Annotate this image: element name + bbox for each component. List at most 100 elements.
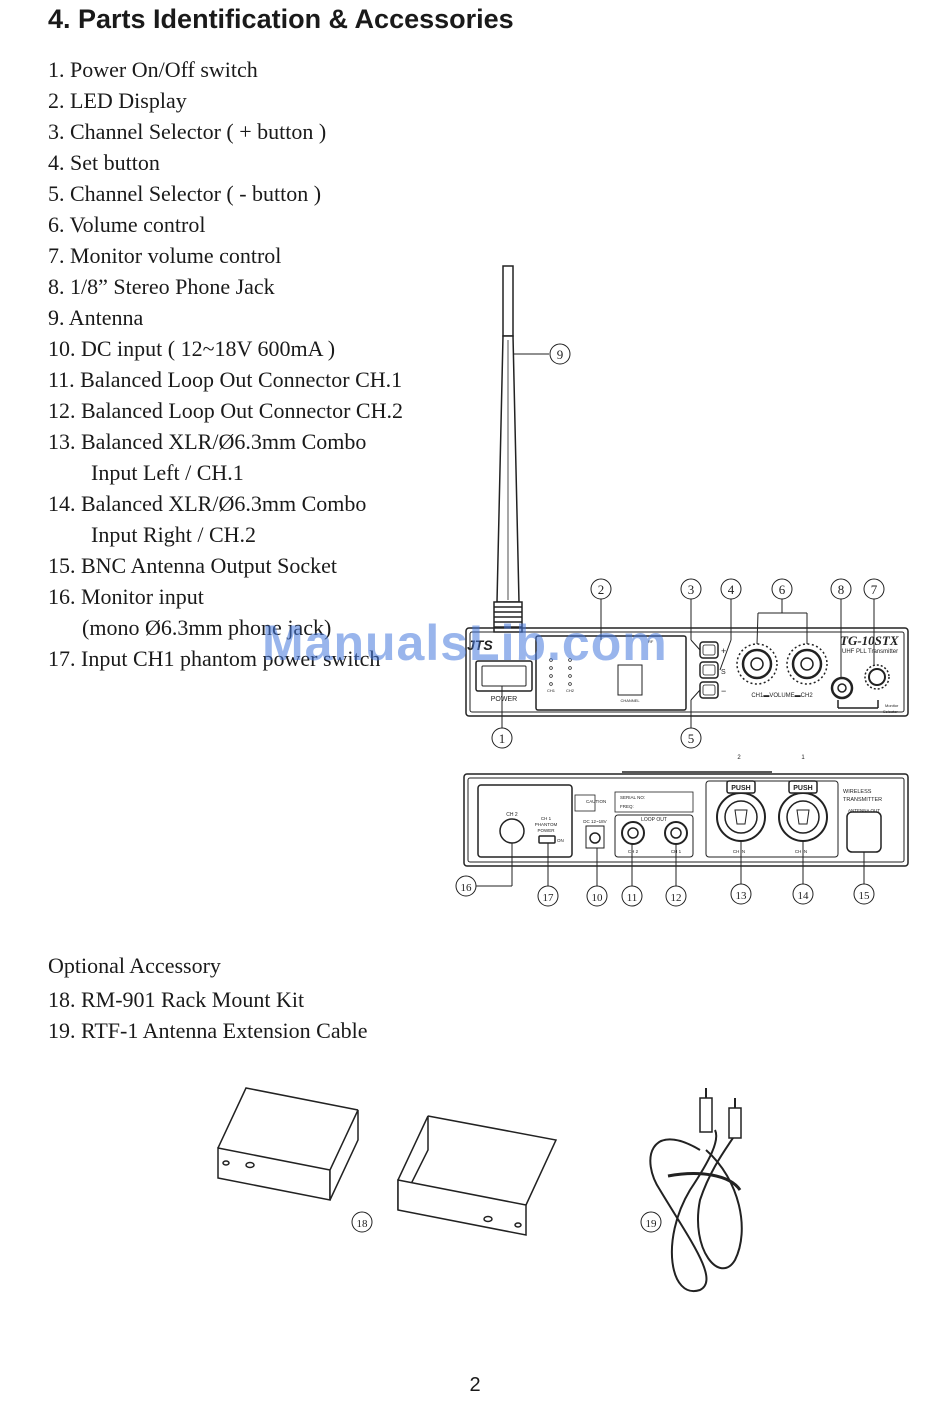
callout-circles — [351, 343, 885, 1233]
list-item-continuation: Input Left / CH.1 — [91, 460, 244, 485]
list-item: 3. Channel Selector ( + button ) — [48, 119, 327, 144]
callout-2: 2 — [598, 582, 605, 597]
loop-out-ch2-icon — [621, 821, 645, 845]
list-item: 4. Set button — [48, 150, 160, 175]
callout-17: 17 — [543, 892, 555, 904]
antenna-out-label: ANTENNA OUT — [848, 808, 880, 813]
callout-7: 7 — [871, 582, 878, 597]
list-item: 5. Channel Selector ( - button ) — [48, 181, 322, 206]
dc-label: DC 12~18V — [583, 819, 606, 824]
list-item: 12. Balanced Loop Out Connector CH.2 — [48, 398, 403, 423]
caution-label: CAUTION — [586, 799, 606, 804]
callout-5: 5 — [688, 731, 695, 746]
callout-15: 15 — [859, 890, 871, 902]
phantom-label-3: POWER — [537, 828, 555, 833]
callout-18: 18 — [357, 1218, 369, 1230]
monitor-label: Monitor — [885, 703, 899, 708]
serial-label: SERIAL NO: — [620, 795, 645, 800]
loop-ch2-label: CH 2 — [628, 849, 639, 854]
rear-panel-illustration — [463, 771, 909, 867]
ch1-small-label: CH1 — [547, 688, 556, 693]
antenna-cable-illustration — [649, 1088, 743, 1293]
list-item: 17. Input CH1 phantom power switch — [48, 646, 381, 671]
list-item: 9. Antenna — [48, 305, 144, 330]
callout-leader-lines — [476, 353, 875, 887]
page-number: 2 — [469, 1374, 481, 1396]
page-title: 4. Parts Identification & Accessories — [48, 4, 514, 34]
callout-13: 13 — [736, 890, 748, 902]
set-label: S — [721, 669, 726, 676]
callout-14: 14 — [798, 890, 810, 902]
channel-label: CHANNEL — [620, 698, 640, 703]
list-item: 2. LED Display — [48, 88, 187, 113]
list-item: 16. Monitor input — [48, 584, 204, 609]
push-label-left: PUSH — [731, 785, 750, 792]
bnc-socket-icon — [846, 811, 882, 853]
on-label: ON — [557, 838, 564, 843]
power-label: POWER — [491, 696, 517, 703]
model-subtitle: UHF PLL Transmitter — [842, 649, 898, 655]
combo-input-right-icon — [778, 792, 828, 842]
ch2-label: CH 2 — [506, 812, 518, 818]
dc-input-icon — [585, 825, 605, 849]
list-item: 10. DC input ( 12~18V 600mA ) — [48, 336, 336, 361]
callout-16: 16 — [461, 882, 473, 894]
ch-in-label-right: CH IN — [795, 849, 807, 854]
rack-mount-kit-illustration — [217, 1087, 558, 1236]
parts-list: 1. Power On/Off switch 2. LED Display 3.… — [48, 54, 403, 674]
watermark: ManualsLib.com — [262, 615, 668, 671]
list-item: 14. Balanced XLR/Ø6.3mm Combo — [48, 491, 367, 516]
callout-numbers: 9 2 3 4 6 8 7 1 5 16 17 10 11 12 13 14 1… — [357, 347, 878, 1230]
volume-knob-icon — [736, 643, 828, 685]
freq-label: FREQ: — [620, 804, 634, 809]
loop-ch1-label: CH 1 — [671, 849, 682, 854]
list-item: 18. RM-901 Rack Mount Kit — [48, 987, 305, 1012]
callout-6: 6 — [779, 582, 786, 597]
callout-4: 4 — [728, 582, 735, 597]
combo-input-left-icon — [716, 792, 766, 842]
list-item: 15. BNC Antenna Output Socket — [48, 553, 338, 578]
callout-12: 12 — [671, 892, 682, 904]
list-item: 8. 1/8” Stereo Phone Jack — [48, 274, 275, 299]
list-item: 7. Monitor volume control — [48, 243, 282, 268]
power-switch-icon — [475, 660, 533, 692]
set-button-icon — [699, 661, 719, 679]
wireless-label: WIRELESS — [843, 789, 872, 795]
phantom-label-2: PHANTOM — [535, 822, 558, 827]
callout-9: 9 — [557, 347, 564, 362]
front-panel-illustration — [465, 627, 909, 717]
plus-label: + — [721, 646, 726, 656]
phone-jack-icon — [830, 676, 854, 700]
push-label-right: PUSH — [793, 785, 812, 792]
volume-label: CH1▬VOLUME▬CH2 — [751, 693, 813, 699]
antenna-illustration — [493, 265, 523, 633]
accessory-heading: Optional Accessory — [48, 953, 221, 978]
callout-10: 10 — [592, 892, 604, 904]
loop-out-ch1-icon — [664, 821, 688, 845]
list-item-continuation: (mono Ø6.3mm phone jack) — [82, 615, 332, 640]
list-item: 1. Power On/Off switch — [48, 57, 258, 82]
callout-19: 19 — [646, 1218, 658, 1230]
phantom-label-1: CH 1 — [541, 816, 552, 821]
list-item-continuation: Input Right / CH.2 — [91, 522, 257, 547]
list-item: 19. RTF-1 Antenna Extension Cable — [48, 1018, 368, 1043]
led-display-icon — [617, 664, 643, 696]
ch2-small-label: CH2 — [566, 688, 575, 693]
accessory-list: 18. RM-901 Rack Mount Kit 19. RTF-1 Ante… — [48, 984, 367, 1046]
list-item: 6. Volume control — [48, 212, 206, 237]
list-item: 13. Balanced XLR/Ø6.3mm Combo — [48, 429, 367, 454]
callout-11: 11 — [627, 892, 638, 904]
phantom-switch-icon — [538, 835, 556, 844]
model-name: TG-10STX — [840, 633, 899, 648]
minus-label: − — [721, 686, 726, 696]
callout-3: 3 — [688, 582, 695, 597]
loop-out-label: LOOP OUT — [641, 817, 667, 823]
top-1-label: 1 — [801, 755, 805, 761]
ch-in-label-left: CH IN — [733, 849, 745, 854]
brand-logo: JTS — [467, 637, 493, 653]
top-2-label: 2 — [737, 755, 741, 761]
transmitter-label: TRANSMITTER — [843, 797, 882, 803]
rf-label: RF — [648, 639, 654, 644]
callout-8: 8 — [838, 582, 845, 597]
